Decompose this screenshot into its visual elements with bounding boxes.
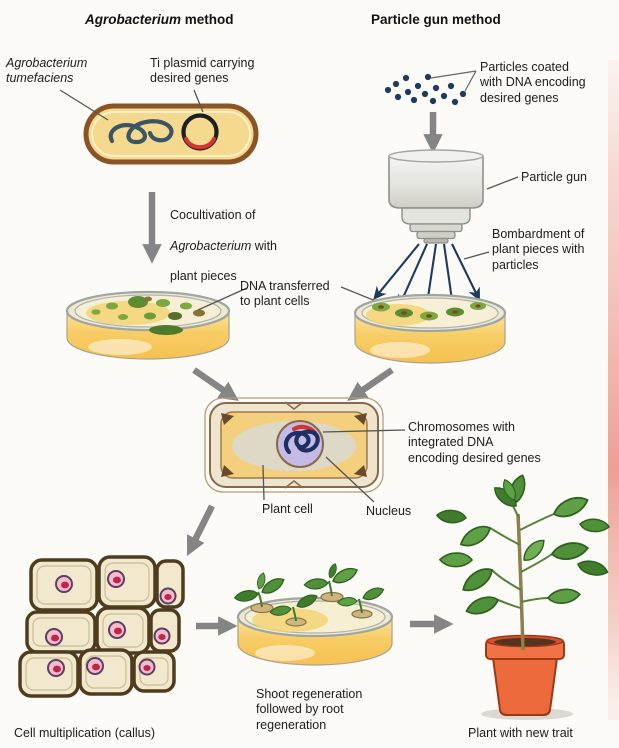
particle-gun-label: Particle gun	[521, 170, 588, 184]
dna-transferred-label: DNA transferred to plant cells	[240, 279, 330, 309]
bacterium-icon	[83, 103, 259, 165]
leader-line	[262, 464, 265, 501]
title-rest-part: method	[181, 12, 234, 27]
agrobacterium-method-title: Agrobacterium method	[85, 12, 234, 27]
leader-line	[322, 429, 406, 433]
petri-dish-cocultivation-icon	[65, 290, 231, 360]
ti-plasmid-label: Ti plasmid carrying desired genes	[150, 56, 255, 86]
particle-gun-method-title: Particle gun method	[371, 12, 501, 27]
flow-arrow-icon	[187, 504, 215, 556]
bombardment-label: Bombardment of plant pieces with particl…	[492, 227, 585, 272]
cocultivation-line3: plant pieces	[170, 269, 237, 284]
bacterial-chromosome-icon	[108, 119, 174, 145]
leader-line	[59, 89, 109, 121]
leader-line	[430, 70, 477, 79]
cocultivation-line1: Cocultivation of	[170, 208, 256, 223]
flow-arrow-icon	[192, 367, 239, 401]
nucleus-label: Nucleus	[366, 504, 412, 518]
cocultivation-line2: Agrobacterium with	[170, 238, 277, 253]
particle-gun-icon	[388, 149, 484, 244]
leader-line	[193, 89, 204, 113]
bombarded-petri-dish-icon	[353, 293, 507, 364]
callus-cells-icon	[18, 555, 185, 698]
nucleus-icon	[276, 420, 324, 468]
leader-line	[463, 251, 490, 260]
leader-line	[325, 456, 375, 503]
shoot-regeneration-dish-icon	[233, 562, 394, 666]
chromosomes-label: Chromosomes with integrated DNA encoding…	[408, 420, 541, 465]
particles-cluster-icon	[384, 73, 467, 106]
plant-cell-icon	[204, 397, 384, 493]
particles-coated-label: Particles coated with DNA encoding desir…	[480, 60, 586, 105]
title-italic-part: Agrobacterium	[85, 12, 182, 27]
agrobacterium-tumefaciens-label: Agrobacterium tumefaciens	[6, 56, 88, 86]
plantlet-icon	[336, 586, 386, 619]
callus-inner-walls	[25, 562, 169, 691]
leader-line	[197, 287, 248, 311]
potted-plant-icon	[435, 472, 611, 720]
plant-cell-label: Plant cell	[262, 502, 313, 516]
plantlet-icon	[269, 593, 320, 627]
plantlet-icon	[303, 562, 360, 603]
plantlet-icon	[233, 571, 287, 614]
callus-label: Cell multiplication (callus)	[14, 726, 156, 740]
leader-line	[464, 70, 477, 92]
flow-arrow-icon	[347, 367, 394, 401]
plant-new-trait-label: Plant with new trait	[468, 726, 573, 740]
shoot-regeneration-label: Shoot regeneration followed by root rege…	[256, 687, 363, 732]
callus-nuclei	[45, 570, 177, 677]
leader-line	[486, 176, 519, 190]
ti-plasmid-icon	[181, 113, 219, 151]
cocultivation-label: Cocultivation of Agrobacterium with plan…	[170, 193, 305, 300]
page-edge-artifact	[608, 60, 619, 720]
